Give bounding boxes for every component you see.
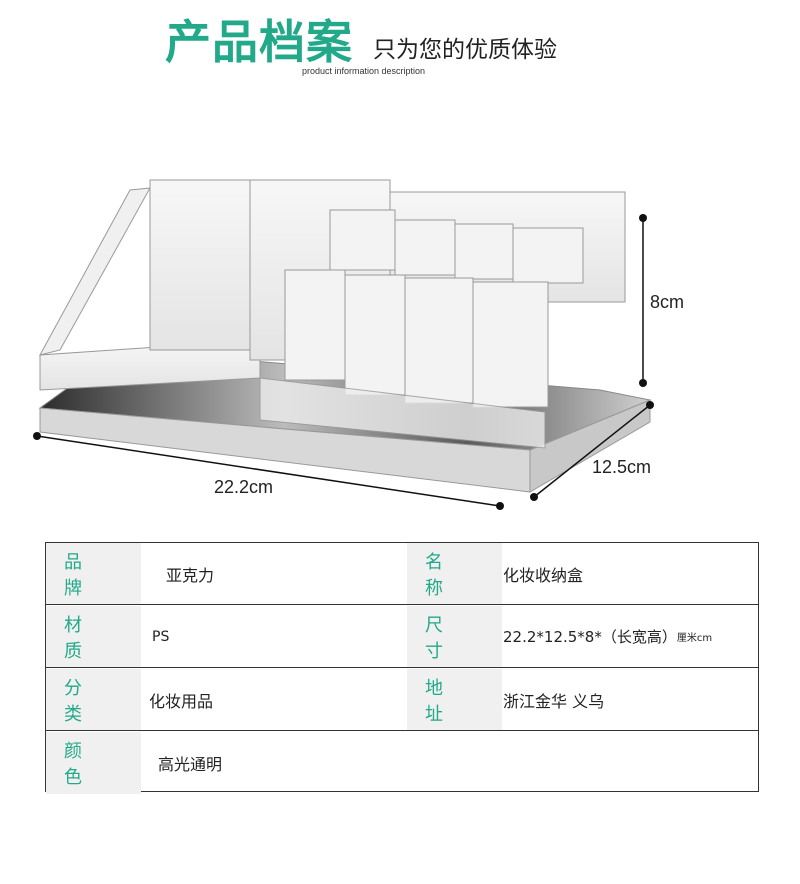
material-label: 材 质	[46, 606, 141, 667]
size-label: 尺 寸	[407, 606, 502, 667]
size-value: 22.2*12.5*8*（长宽高）	[503, 628, 677, 646]
spec-row: 材 质 PS 尺 寸 22.2*12.5*8*（长宽高） 厘米cm	[46, 606, 758, 668]
size-value-group: 22.2*12.5*8*（长宽高） 厘米cm	[503, 606, 712, 667]
name-label: 名 称	[407, 543, 502, 604]
width-dimension: 12.5cm	[530, 401, 654, 501]
spec-table: 品 牌 亚克力 名 称 化妆收纳盒 材 质 PS 尺 寸 22.2*12.5*8…	[45, 542, 759, 794]
category-label: 分 类	[46, 669, 141, 730]
height-label: 8cm	[650, 292, 684, 312]
length-dimension: 22.2cm	[33, 432, 504, 510]
page-subtitle: 只为您的优质体验	[373, 37, 557, 63]
category-value: 化妆用品	[149, 691, 214, 711]
page-title: 产品档案	[165, 15, 353, 69]
width-label: 12.5cm	[592, 457, 651, 477]
material-value: PS	[152, 628, 170, 645]
size-unit: 厘米cm	[676, 633, 713, 644]
name-value: 化妆收纳盒	[503, 565, 584, 585]
product-photo: 8cm 22.2cm 12.5cm	[33, 179, 684, 510]
brand-label: 品 牌	[46, 543, 141, 604]
color-value: 高光通明	[158, 755, 223, 774]
origin-label: 地 址	[407, 669, 502, 730]
spec-row: 品 牌 亚克力 名 称 化妆收纳盒	[46, 543, 758, 605]
page-english-caption: product information description	[302, 66, 426, 76]
height-dimension: 8cm	[639, 214, 684, 387]
spec-row: 分 类 化妆用品 地 址 浙江金华 义乌	[46, 669, 758, 731]
color-label: 颜 色	[46, 732, 141, 794]
spec-row: 颜 色 高光通明	[46, 732, 758, 794]
brand-value: 亚克力	[166, 565, 215, 585]
header: 产品档案 只为您的优质体验 product information descri…	[0, 0, 800, 90]
origin-value: 浙江金华 义乌	[503, 691, 605, 711]
length-label: 22.2cm	[214, 477, 273, 497]
organizer-illustration	[38, 179, 652, 493]
